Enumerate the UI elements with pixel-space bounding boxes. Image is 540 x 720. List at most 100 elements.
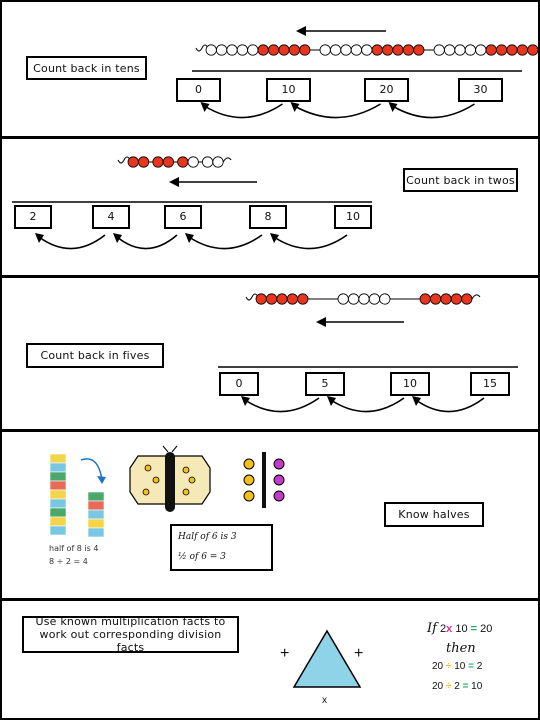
bead bbox=[444, 44, 456, 56]
bead bbox=[495, 44, 508, 56]
number-line-top bbox=[218, 366, 518, 368]
bead bbox=[276, 293, 288, 305]
bead bbox=[297, 293, 309, 305]
bead bbox=[286, 293, 299, 305]
bead bbox=[205, 44, 217, 56]
cube bbox=[49, 453, 67, 464]
cube bbox=[49, 480, 67, 491]
bead bbox=[255, 293, 267, 305]
bead-string-twos bbox=[117, 156, 232, 168]
bead bbox=[475, 44, 487, 56]
bead bbox=[127, 156, 139, 168]
bead bbox=[266, 293, 278, 305]
halves-fact-symbols: ½ of 6 = 3 bbox=[178, 552, 226, 562]
number-box: 8 bbox=[249, 205, 287, 229]
number-box: 10 bbox=[390, 372, 430, 396]
jump-arrow bbox=[244, 397, 320, 413]
fact-3-a: 20 bbox=[432, 681, 444, 692]
bead bbox=[430, 293, 442, 305]
fact-then-word: then bbox=[446, 641, 476, 656]
direction-arrow-left bbox=[169, 177, 257, 187]
bead bbox=[358, 293, 370, 305]
fact-line-2: 20 ÷ 10 = 2 bbox=[432, 661, 482, 672]
jump-arrow bbox=[294, 103, 381, 119]
bead bbox=[138, 156, 150, 168]
bead bbox=[527, 44, 539, 56]
number-box: 0 bbox=[176, 78, 221, 102]
bead bbox=[330, 44, 342, 56]
fact-1-op: x bbox=[446, 623, 453, 635]
count-back-twos-label: Count back in twos bbox=[403, 168, 518, 192]
number-box: 10 bbox=[266, 78, 311, 102]
butterfly-image bbox=[129, 445, 211, 512]
number-box: 10 bbox=[334, 205, 372, 229]
bead bbox=[187, 156, 199, 168]
section-know-halves: half of 8 is 4 8 ÷ 2 = 4 Half of 6 is 3 … bbox=[0, 430, 540, 600]
bead bbox=[337, 293, 349, 305]
bead bbox=[392, 44, 404, 56]
bead bbox=[319, 44, 331, 56]
bead bbox=[361, 44, 373, 56]
fact-2-a: 20 bbox=[432, 661, 444, 672]
jump-arrows-fives bbox=[241, 396, 485, 413]
fact-2-c: 2 bbox=[476, 661, 483, 672]
bead bbox=[450, 293, 462, 305]
fact-3-c: 10 bbox=[471, 681, 483, 692]
direction-arrow-left bbox=[296, 26, 386, 36]
fact-3-op: ÷ bbox=[445, 681, 452, 692]
direction-arrow-left bbox=[316, 317, 404, 327]
number-box: 5 bbox=[305, 372, 345, 396]
triangle-plus-right: + bbox=[354, 645, 364, 662]
counters-split-image bbox=[243, 452, 285, 508]
cube bbox=[87, 518, 105, 529]
fact-if-line: If 2x 10 = 20 bbox=[427, 621, 492, 636]
fact-2-op: ÷ bbox=[445, 661, 452, 672]
number-box: 6 bbox=[164, 205, 202, 229]
bead-string-fives bbox=[245, 293, 481, 305]
bead bbox=[350, 44, 362, 56]
cube bbox=[87, 491, 105, 502]
number-box: 0 bbox=[219, 372, 259, 396]
fact-if-word: If bbox=[427, 621, 437, 636]
bead-string-tens bbox=[195, 44, 540, 56]
jump-arrow bbox=[188, 234, 263, 250]
fact-1-c: 20 bbox=[480, 623, 493, 635]
count-back-tens-label: Count back in tens bbox=[26, 56, 147, 80]
jump-arrow bbox=[273, 234, 348, 250]
know-halves-label: Know halves bbox=[384, 502, 484, 527]
bead bbox=[268, 44, 280, 56]
bead bbox=[216, 44, 228, 56]
bead bbox=[402, 44, 414, 56]
cube-caption-division: 8 ÷ 2 = 4 bbox=[49, 557, 88, 566]
bead bbox=[464, 44, 476, 56]
bead bbox=[288, 44, 301, 56]
fact-3-b: 2 bbox=[454, 681, 460, 692]
bead bbox=[257, 44, 269, 56]
jump-arrow bbox=[116, 234, 178, 250]
jump-arrow bbox=[392, 103, 475, 119]
halves-fact-words: Half of 6 is 3 bbox=[178, 532, 237, 542]
bead bbox=[236, 44, 249, 56]
bead bbox=[202, 156, 214, 168]
jump-arrow bbox=[38, 234, 106, 250]
number-box: 30 bbox=[458, 78, 503, 102]
fact-3-eq: = bbox=[462, 681, 469, 692]
number-box: 15 bbox=[470, 372, 510, 396]
cube bbox=[49, 525, 67, 536]
bead bbox=[516, 44, 528, 56]
jump-arrow bbox=[415, 397, 485, 413]
number-line-top bbox=[12, 201, 372, 203]
bead bbox=[454, 44, 466, 56]
bead bbox=[485, 44, 497, 56]
section-multiplication-division: Use known multiplication facts to work o… bbox=[0, 599, 540, 720]
bead bbox=[162, 156, 175, 168]
cube bbox=[49, 507, 67, 518]
fact-2-b: 10 bbox=[454, 661, 466, 672]
number-line-top bbox=[192, 70, 522, 72]
bead bbox=[177, 156, 189, 168]
triangle-times-bottom: x bbox=[322, 695, 327, 706]
number-box: 2 bbox=[14, 205, 52, 229]
cube bbox=[87, 500, 105, 511]
